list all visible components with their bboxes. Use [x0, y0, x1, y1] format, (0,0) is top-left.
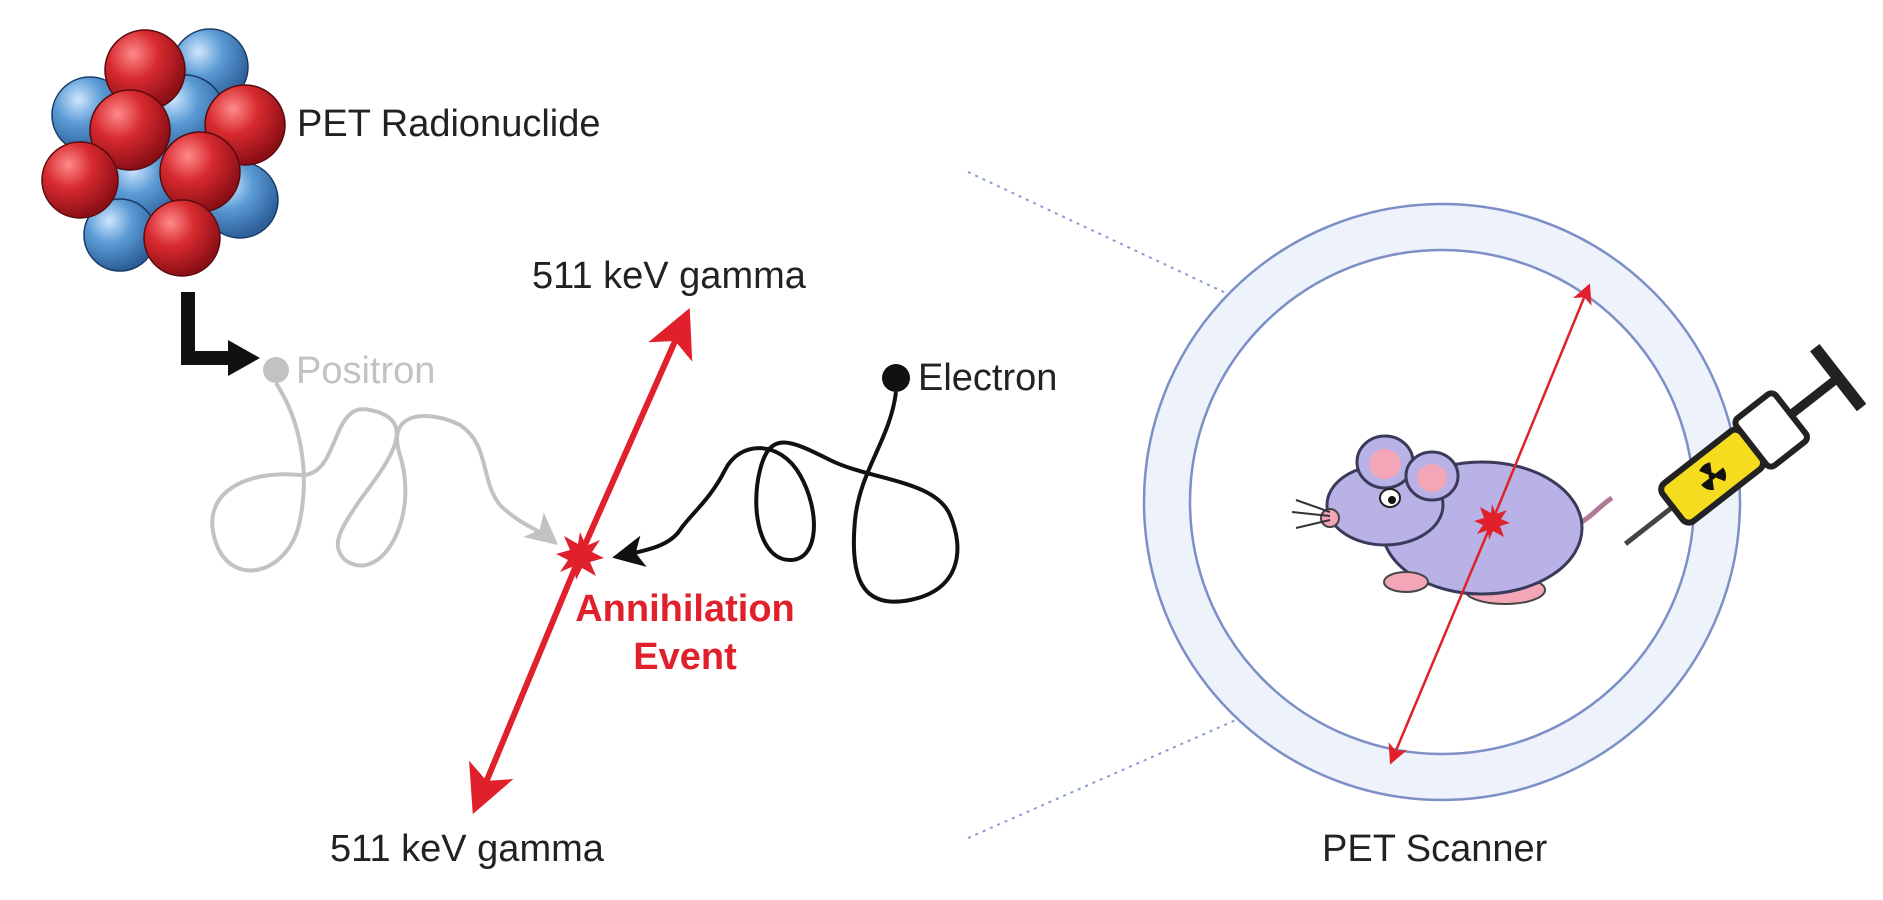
annihilation-star-icon: [556, 532, 604, 580]
radiation-trefoil-icon: [1699, 462, 1727, 491]
annihilation-line1: Annihilation: [575, 588, 795, 630]
scanner-annihilation-star-icon: [1474, 504, 1510, 540]
annihilation-line2: Event: [633, 636, 737, 678]
syringe-icon: [1623, 344, 1867, 546]
positron-dot: [263, 357, 289, 383]
decay-arrow: [181, 292, 260, 376]
scanner-gamma-line: [1388, 283, 1592, 765]
scanner-label: PET Scanner: [1322, 828, 1548, 870]
electron-path: [612, 391, 960, 604]
radionuclide-label: PET Radionuclide: [297, 103, 601, 145]
zoom-line-bottom: [967, 715, 1246, 839]
electron-dot: [882, 364, 910, 392]
annihilation-event-label: Annihilation Event: [570, 590, 800, 676]
positron-label: Positron: [296, 350, 436, 392]
electron-label: Electron: [918, 357, 1058, 399]
zoom-line-top: [967, 171, 1246, 303]
nucleus-icon: [41, 28, 286, 277]
gamma-top-label: 511 keV gamma: [532, 255, 806, 297]
positron-path: [210, 381, 559, 573]
gamma-bottom-label: 511 keV gamma: [330, 828, 604, 870]
gamma-line: [469, 308, 693, 815]
